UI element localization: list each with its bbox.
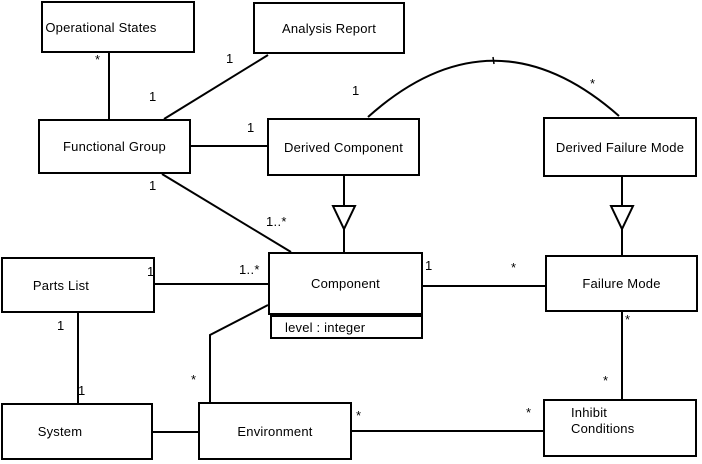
multiplicity-label: 1..* [266,214,287,229]
multiplicity-label: * [191,372,197,387]
multiplicity-label: 1 [226,51,234,66]
class-inhibit-conditions[interactable]: Inhibit Conditions [543,399,697,457]
edge-derived-failure-mode-failure-mode-generalization[interactable] [609,177,635,255]
multiplicity-label: 1 [149,178,157,193]
class-name: Derived Component [283,139,404,155]
class-name: Failure Mode [582,276,661,291]
multiplicity-label: 1 [425,258,433,273]
class-parts-list[interactable]: Parts List [1,257,155,313]
edge-functional-group-component[interactable] [161,173,292,253]
edge-analysis-report-functional-group[interactable] [163,54,269,120]
class-name: Component [310,276,380,291]
multiplicity-label: 1 [247,120,255,135]
class-operational-states[interactable]: Operational States [41,1,195,53]
class-functional-group[interactable]: Functional Group [38,119,191,174]
multiplicity-label: 1 [147,264,155,279]
class-name: Operational States [45,19,157,35]
generalization-triangle-icon [331,205,357,232]
multiplicity-label: * [356,408,362,423]
multiplicity-label: 1 [78,383,86,398]
class-component-attribute-compartment[interactable]: level : integer [270,315,423,339]
multiplicity-label: * [625,312,631,327]
multiplicity-label: * [526,405,532,420]
class-derived-component[interactable]: Derived Component [267,118,420,176]
class-analysis-report[interactable]: Analysis Report [253,2,405,54]
multiplicity-label: * [511,260,517,275]
class-environment[interactable]: Environment [198,402,352,460]
class-name: Parts List [32,277,90,293]
class-failure-mode[interactable]: Failure Mode [545,255,698,312]
class-name: Analysis Report [281,20,377,36]
edge-environment-component[interactable] [209,304,269,402]
multiplicity-label: * [95,52,101,67]
class-name: System [37,424,83,439]
class-system[interactable]: System [1,403,153,460]
class-name: Functional Group [63,139,166,154]
edge-derived-component-derived-failure-mode-arc[interactable] [367,56,620,118]
multiplicity-label: 1 [149,89,157,104]
multiplicity-label: * [590,76,596,91]
multiplicity-label: 1 [57,318,65,333]
class-name: Derived Failure Mode [555,139,685,155]
class-component[interactable]: Component [268,252,423,315]
attribute-text: level : integer [285,319,366,335]
class-derived-failure-mode[interactable]: Derived Failure Mode [543,117,697,177]
multiplicity-label: * [603,373,609,388]
generalization-triangle-icon [609,205,635,232]
multiplicity-label: 1 [352,83,360,98]
edge-derived-component-component-generalization[interactable] [331,176,357,252]
class-name: Environment [237,423,313,439]
multiplicity-label: 1..* [239,262,260,277]
